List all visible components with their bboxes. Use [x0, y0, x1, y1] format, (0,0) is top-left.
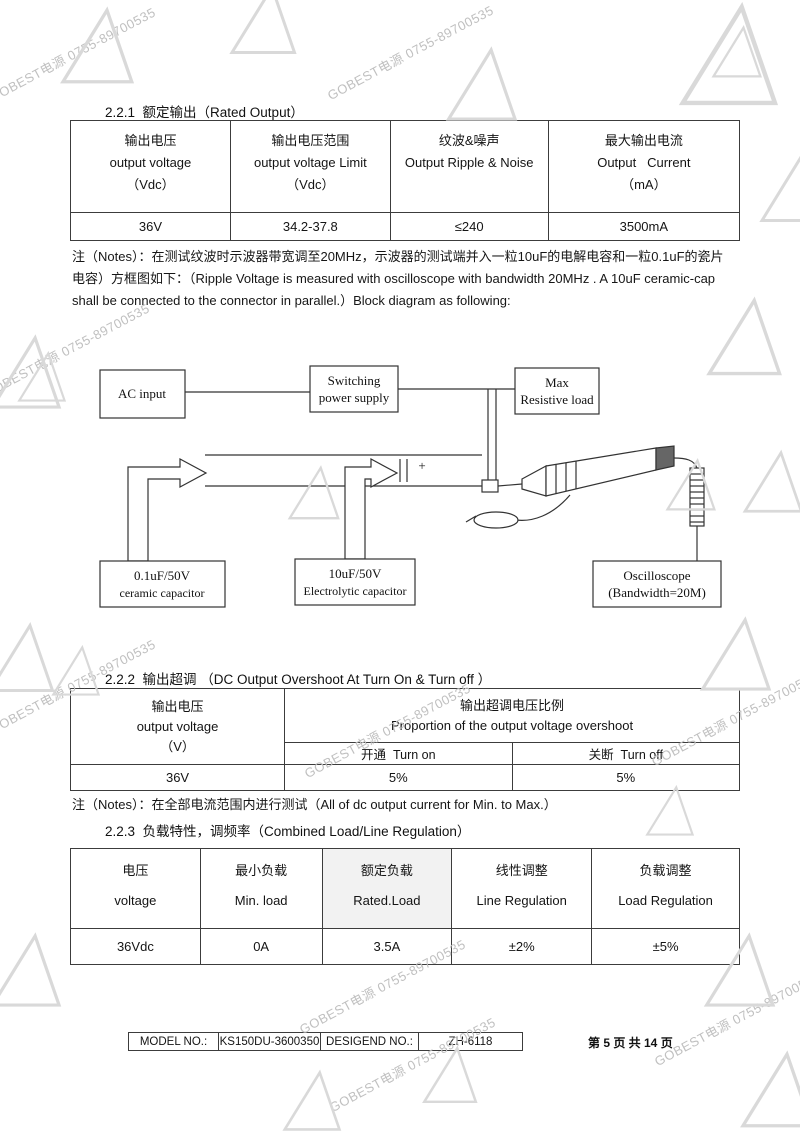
regulation-header-rated-load: 额定负载 Rated.Load — [321, 848, 453, 929]
svg-text:Oscilloscope: Oscilloscope — [623, 568, 690, 583]
section-222-heading: 2.2.2 输出超调 （DC Output Overshoot At Turn … — [105, 672, 492, 687]
regulation-value-rated-load: 3.5A — [321, 928, 453, 965]
design-no-label: DESIGEND NO.: — [320, 1032, 419, 1051]
overshoot-header-proportion: 输出超调电压比例 Proportion of the output voltag… — [284, 688, 740, 743]
regulation-table: 电压 voltage 最小负载 Min. load 额定负载 Rated.Loa… — [70, 848, 740, 965]
overshoot-voltage-value: 36V — [69, 764, 286, 791]
wiring — [185, 388, 515, 488]
plus-sign: + — [418, 458, 425, 473]
regulation-header-line-regulation: 线性调整 Line Regulation — [451, 848, 593, 929]
capacitor-symbol: + — [399, 458, 426, 482]
oscilloscope-probe — [481, 445, 698, 497]
svg-text:Electrolytic capacitor: Electrolytic capacitor — [304, 584, 407, 598]
overshoot-test-note: 注（Notes）：在全部电流范围内进行测试（All of dc output c… — [72, 797, 557, 812]
regulation-value-voltage: 36Vdc — [70, 928, 201, 965]
rated-output-header-ripple: 纹波&噪声 Output Ripple & Noise — [389, 120, 549, 213]
regulation-header-voltage: 电压 voltage — [70, 848, 201, 929]
ac-input-box: AC input — [99, 369, 186, 419]
svg-text:Max: Max — [545, 375, 569, 390]
cable-coil — [689, 467, 705, 561]
ripple-test-note: 注（Notes）：在测试纹波时示波器带宽调至20MHz，示波器的测试端并入一粒1… — [72, 249, 724, 308]
max-resistive-load-box: Max Resistive load — [514, 367, 600, 415]
svg-text:power supply: power supply — [319, 390, 390, 405]
svg-text:(Bandwidth=20M): (Bandwidth=20M) — [608, 585, 706, 600]
switching-power-supply-box: Switching power supply — [309, 365, 399, 413]
turn-on-value: 5% — [284, 764, 513, 791]
overshoot-table: 输出电压 output voltage （V） 输出超调电压比例 Proport… — [69, 688, 741, 791]
design-no-value: ZH-6118 — [418, 1032, 523, 1051]
regulation-value-min-load: 0A — [199, 928, 323, 965]
overshoot-header-voltage: 输出电压 output voltage （V） — [69, 688, 286, 765]
block-diagram: + — [99, 365, 722, 608]
turn-on-label: 开通 Turn on — [284, 742, 513, 765]
svg-text:10uF/50V: 10uF/50V — [329, 566, 382, 581]
svg-text:ceramic capacitor: ceramic capacitor — [120, 586, 205, 600]
model-no-value: KS150DU-3600350 — [218, 1032, 321, 1051]
rated-output-header-voltage: 输出电压 output voltage （Vdc） — [70, 120, 231, 213]
rated-output-value-max-current: 3500mA — [547, 212, 741, 241]
regulation-value-load-regulation: ±5% — [591, 928, 740, 965]
ceramic-capacitor-box: 0.1uF/50V ceramic capacitor — [99, 560, 226, 608]
svg-text:AC input: AC input — [118, 386, 166, 401]
svg-text:0.1uF/50V: 0.1uF/50V — [134, 568, 191, 583]
turn-off-value: 5% — [511, 764, 741, 791]
rated-output-header-voltage-limit: 输出电压范围 output voltage Limit （Vdc） — [229, 120, 391, 213]
footer-model-table: MODEL NO.: KS150DU-3600350 DESIGEND NO.:… — [128, 1032, 523, 1051]
rated-output-header-max-current: 最大输出电流 Output Current （mA） — [547, 120, 741, 213]
rated-output-table: 输出电压 output voltage （Vdc） 输出电压范围 output … — [70, 120, 741, 241]
svg-text:Switching: Switching — [328, 373, 381, 388]
oscilloscope-box: Oscilloscope (Bandwidth=20M) — [592, 560, 722, 608]
section-223-heading: 2.2.3 负载特性，调频率（Combined Load/Line Regula… — [105, 824, 471, 839]
turn-off-label: 关断 Turn off — [511, 742, 741, 765]
rated-output-value-voltage-limit: 34.2-37.8 — [229, 212, 391, 241]
page-number: 第 5 页 共 14 页 — [588, 1036, 673, 1050]
regulation-header-load-regulation: 负载调整 Load Regulation — [591, 848, 740, 929]
section-221-heading: 2.2.1 额定输出（Rated Output） — [105, 105, 304, 120]
model-no-label: MODEL NO.: — [128, 1032, 219, 1051]
regulation-value-line-regulation: ±2% — [451, 928, 593, 965]
regulation-header-min-load: 最小负载 Min. load — [199, 848, 323, 929]
svg-text:Resistive load: Resistive load — [520, 392, 594, 407]
rated-output-value-ripple: ≤240 — [389, 212, 549, 241]
block-arrow-middle — [344, 457, 399, 560]
block-arrow-left — [127, 457, 208, 562]
ground-clip — [465, 494, 571, 529]
rated-output-value-voltage: 36V — [70, 212, 231, 241]
electrolytic-capacitor-box: 10uF/50V Electrolytic capacitor — [294, 558, 416, 606]
